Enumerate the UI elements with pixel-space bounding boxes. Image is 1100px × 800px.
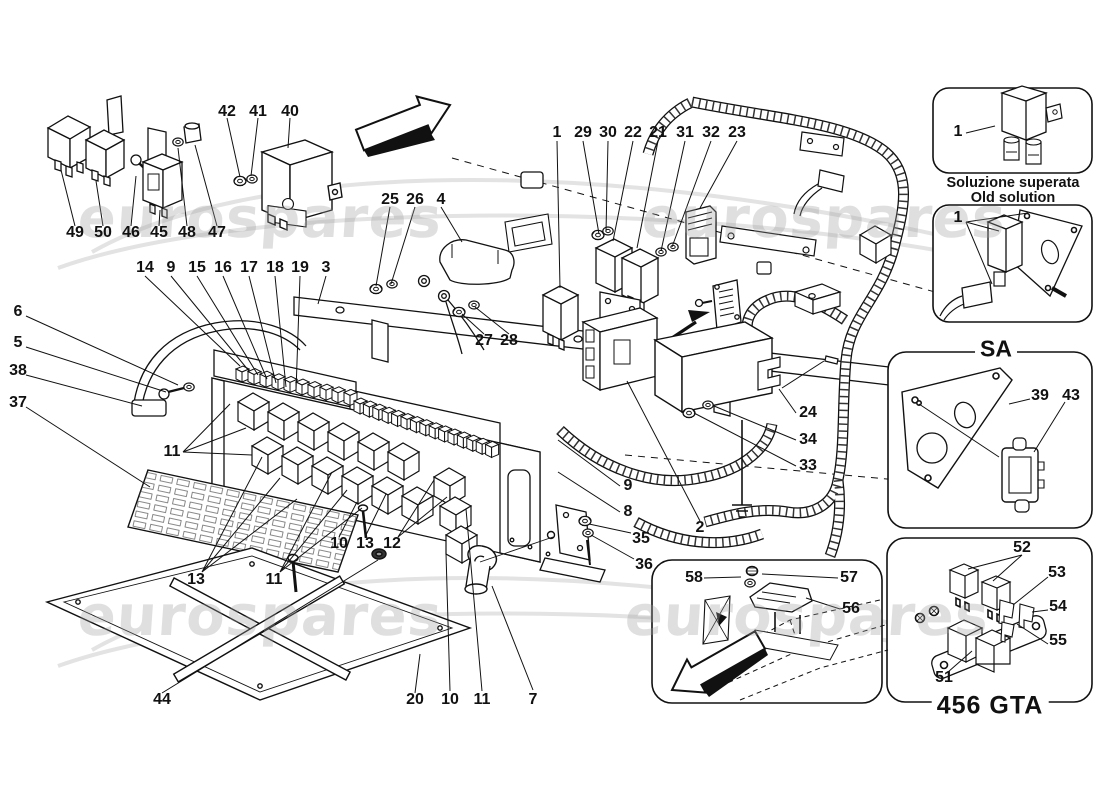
callout-11: 11 bbox=[163, 443, 181, 460]
callout-34: 34 bbox=[799, 431, 817, 448]
big-ecu-group bbox=[653, 321, 781, 518]
callout-19: 19 bbox=[291, 259, 309, 276]
inset-box-location bbox=[651, 559, 889, 704]
callout-10: 10 bbox=[441, 691, 459, 708]
callout-55: 55 bbox=[1049, 632, 1067, 649]
callout-7: 7 bbox=[528, 691, 538, 708]
callout-30: 30 bbox=[599, 124, 617, 141]
sa-badge: SA bbox=[975, 335, 1017, 363]
callout-1: 1 bbox=[552, 124, 562, 141]
callout-13: 13 bbox=[356, 535, 374, 552]
callout-4: 4 bbox=[436, 191, 446, 208]
callout-17: 17 bbox=[240, 259, 258, 276]
bottom-tray bbox=[44, 504, 473, 701]
direction-arrow-top bbox=[354, 95, 452, 157]
callout-35: 35 bbox=[632, 530, 650, 547]
callout-44: 44 bbox=[153, 691, 171, 708]
callout-6: 6 bbox=[13, 303, 23, 320]
callout-14: 14 bbox=[136, 259, 154, 276]
callout-38: 38 bbox=[9, 362, 27, 379]
callout-54: 54 bbox=[1049, 598, 1067, 615]
inset-box-old-solution-part bbox=[932, 85, 1093, 174]
callout-8: 8 bbox=[623, 503, 633, 520]
callout-56: 56 bbox=[842, 600, 860, 617]
callout-52: 52 bbox=[1013, 539, 1031, 556]
callout-37: 37 bbox=[9, 394, 27, 411]
old-solution-caption-en: Old solution bbox=[970, 190, 1056, 206]
callout-11: 11 bbox=[265, 571, 283, 588]
callout-11: 11 bbox=[473, 691, 491, 708]
foot-bracket-group bbox=[539, 504, 606, 583]
strap-group bbox=[131, 320, 307, 417]
callout-43: 43 bbox=[1062, 387, 1080, 404]
old-solution-caption: Soluzione superata Old solution bbox=[918, 176, 1100, 206]
callout-33: 33 bbox=[799, 457, 817, 474]
wiring-harness bbox=[556, 96, 909, 558]
callout-42: 42 bbox=[218, 103, 236, 120]
callout-1: 1 bbox=[953, 209, 963, 226]
callout-31: 31 bbox=[676, 124, 694, 141]
clamp-4-group bbox=[369, 171, 553, 355]
callout-26: 26 bbox=[406, 191, 424, 208]
callout-15: 15 bbox=[188, 259, 206, 276]
callout-57: 57 bbox=[840, 569, 858, 586]
callout-13: 13 bbox=[187, 571, 205, 588]
inset-box-456gta bbox=[886, 537, 1093, 703]
callout-10: 10 bbox=[330, 535, 348, 552]
model-badge: 456 GTA bbox=[931, 691, 1049, 721]
callout-39: 39 bbox=[1031, 387, 1049, 404]
callout-20: 20 bbox=[406, 691, 424, 708]
callout-5: 5 bbox=[13, 334, 23, 351]
callout-12: 12 bbox=[383, 535, 401, 552]
inset-box-sa bbox=[887, 351, 1093, 529]
old-solution-caption-it: Soluzione superata bbox=[946, 175, 1080, 191]
callout-47: 47 bbox=[208, 224, 226, 241]
callout-24: 24 bbox=[799, 404, 817, 421]
callout-22: 22 bbox=[624, 124, 642, 141]
callout-3: 3 bbox=[321, 259, 331, 276]
callout-28: 28 bbox=[500, 332, 518, 349]
relay-group-topleft bbox=[46, 95, 258, 219]
callout-48: 48 bbox=[178, 224, 196, 241]
callout-53: 53 bbox=[1048, 564, 1066, 581]
callout-9: 9 bbox=[166, 259, 176, 276]
relay-row-center bbox=[541, 205, 717, 351]
callout-25: 25 bbox=[381, 191, 399, 208]
callout-9: 9 bbox=[623, 477, 633, 494]
callout-2: 2 bbox=[695, 519, 705, 536]
callout-18: 18 bbox=[266, 259, 284, 276]
callout-29: 29 bbox=[574, 124, 592, 141]
callout-16: 16 bbox=[214, 259, 232, 276]
callout-58: 58 bbox=[685, 569, 703, 586]
ecu-40 bbox=[259, 139, 343, 232]
inset-box-old-solution-mount bbox=[932, 204, 1093, 323]
callout-32: 32 bbox=[702, 124, 720, 141]
callout-45: 45 bbox=[150, 224, 168, 241]
callout-23: 23 bbox=[728, 124, 746, 141]
callout-36: 36 bbox=[635, 556, 653, 573]
callout-49: 49 bbox=[66, 224, 84, 241]
leader-lines bbox=[25, 117, 1066, 694]
callout-51: 51 bbox=[935, 669, 953, 686]
callout-1: 1 bbox=[953, 123, 963, 140]
callout-40: 40 bbox=[281, 103, 299, 120]
callout-50: 50 bbox=[94, 224, 112, 241]
harness-fittings bbox=[719, 131, 892, 365]
callout-27: 27 bbox=[475, 332, 493, 349]
callout-21: 21 bbox=[649, 124, 667, 141]
callout-41: 41 bbox=[249, 103, 267, 120]
callout-46: 46 bbox=[122, 224, 140, 241]
